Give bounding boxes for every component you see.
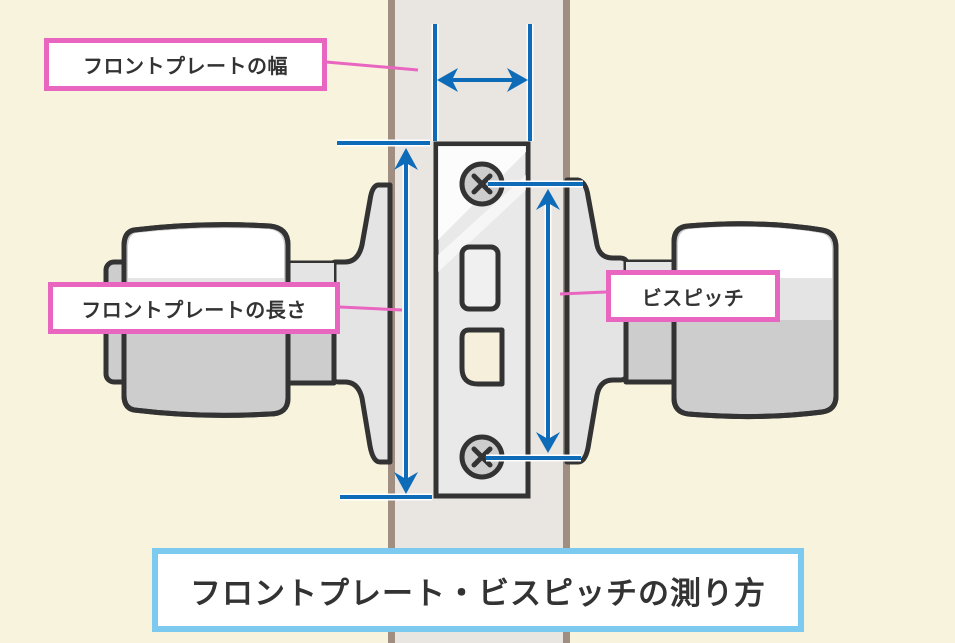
front-plate	[433, 141, 531, 499]
leader-pitch	[559, 290, 607, 296]
label-screw-pitch: ビスピッチ	[606, 270, 780, 322]
label-front-plate-length: フロントプレートの長さ	[48, 282, 340, 334]
diagram-title: フロントプレート・ビスピッチの測り方	[152, 548, 804, 632]
latch-window	[459, 244, 501, 312]
screw-bottom	[459, 434, 505, 480]
dead-latch	[459, 327, 505, 387]
label-front-plate-width: フロントプレートの幅	[44, 38, 327, 91]
leader-width	[325, 60, 419, 72]
measure-screw-pitch	[486, 180, 583, 462]
leader-length	[339, 305, 403, 312]
measure-width	[431, 24, 534, 141]
measure-length	[337, 139, 432, 501]
